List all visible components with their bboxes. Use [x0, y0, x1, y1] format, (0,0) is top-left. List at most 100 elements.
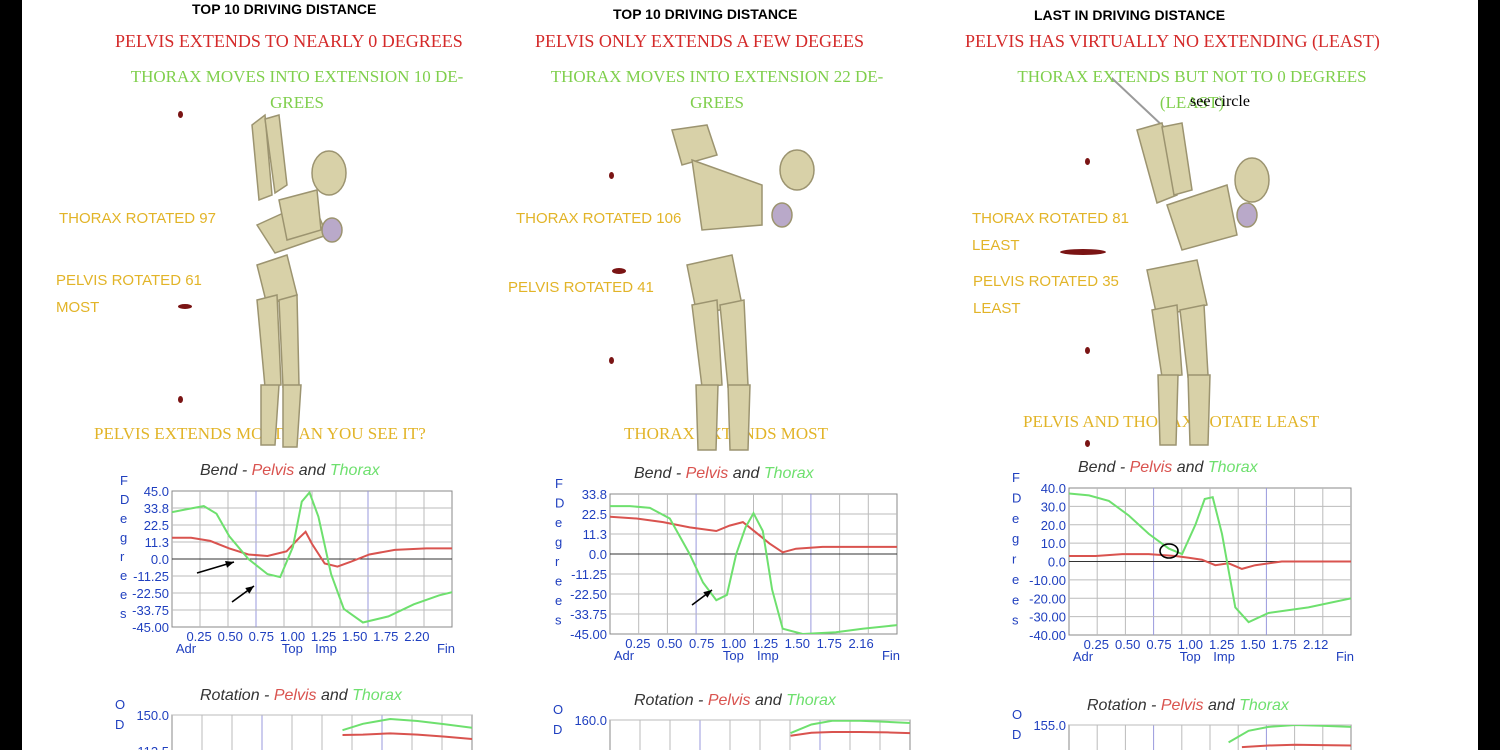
y-axis-label-letter: s — [120, 606, 127, 621]
x-event-label: Adr — [614, 648, 635, 663]
y-tick-label: -33.75 — [570, 607, 607, 622]
chart-title-prefix: Rotation - — [200, 687, 274, 704]
see-circle-note: see circle — [1190, 93, 1250, 110]
chart-title-pelvis: Pelvis — [1161, 697, 1204, 714]
chart-title: Bend - Pelvis and Thorax — [200, 462, 381, 479]
x-tick-label: 1.00 — [280, 629, 305, 644]
y-axis-label-letter: D — [555, 496, 564, 511]
x-tick-label: 1.25 — [311, 629, 336, 644]
marker-dot — [1085, 347, 1090, 354]
chart-title-thorax: Thorax — [1239, 697, 1290, 714]
y-tick-label: 20.0 — [1041, 518, 1066, 533]
page: TOP 10 DRIVING DISTANCE PELVIS EXTENDS T… — [22, 0, 1478, 750]
y-tick-label: 160.0 — [574, 713, 607, 728]
chart-bend: Bend - Pelvis and Thorax33.822.511.30.0-… — [555, 465, 900, 663]
thorax-rotation-label: THORAX ROTATED 106 — [516, 210, 682, 227]
y-tick-label: 0.0 — [589, 547, 607, 562]
y-tick-label: -22.50 — [132, 586, 169, 601]
panel-middle: TOP 10 DRIVING DISTANCE PELVIS ONLY EXTE… — [507, 0, 977, 750]
charts-layer: Bend - Pelvis and Thorax45.033.822.511.3… — [115, 459, 1354, 750]
pelvis-extension-note: PELVIS HAS VIRTUALLY NO EXTENDING (LEAST… — [965, 31, 1380, 51]
y-tick-label: 22.5 — [582, 507, 607, 522]
chart-caption: PELVIS EXTENDS MOST CAN YOU SEE IT? — [94, 424, 426, 443]
y-tick-label: -11.25 — [571, 567, 607, 582]
x-tick-label: 1.50 — [342, 629, 367, 644]
x-tick-label: 1.00 — [721, 636, 746, 651]
y-tick-label: -20.00 — [1029, 591, 1066, 606]
y-axis-label-letter: g — [120, 530, 127, 545]
x-tick-label: 0.25 — [1084, 637, 1109, 652]
chart-title-thorax: Thorax — [786, 692, 837, 709]
y-axis-label-letter: e — [1012, 511, 1019, 526]
chart-title-and: and — [317, 687, 353, 704]
thorax-extension-note: THORAX EXTENDS BUT NOT TO 0 DEGREES (LEA… — [1017, 67, 1367, 112]
y-axis-label-letter: O — [1012, 707, 1022, 722]
chart-title-prefix: Bend - — [1078, 459, 1130, 476]
y-axis-label-letter: r — [555, 554, 560, 569]
marker-dot — [1060, 249, 1106, 255]
annotation-circle — [1159, 543, 1179, 559]
y-axis-label-letter: F — [120, 473, 128, 488]
chart-title-thorax: Thorax — [1208, 459, 1259, 476]
thorax-rotation-label: THORAX ROTATED 81 — [972, 210, 1129, 227]
marker-dot — [178, 304, 192, 309]
chart-title-pelvis: Pelvis — [686, 465, 729, 482]
pelvis-extension-note: PELVIS EXTENDS TO NEARLY 0 DEGREES — [115, 31, 463, 51]
series-line-pelvis — [172, 530, 452, 568]
y-axis-label-letter: D — [1012, 490, 1021, 505]
marker-dot — [609, 172, 614, 179]
series-line-thorax — [1228, 725, 1351, 744]
y-axis-label-letter: s — [555, 613, 562, 628]
y-tick-label: 40.0 — [1041, 481, 1066, 496]
y-tick-label: -22.50 — [570, 587, 607, 602]
x-event-label: Fin — [882, 648, 900, 663]
x-event-label: Top — [1180, 649, 1201, 664]
x-tick-label: 1.00 — [1178, 637, 1203, 652]
x-tick-label: 0.25 — [186, 629, 211, 644]
pelvis-rotation-label: PELVIS ROTATED 35 — [973, 273, 1119, 290]
panel-right: LAST IN DRIVING DISTANCE PELVIS HAS VIRT… — [962, 0, 1478, 750]
y-axis-label-letter: O — [115, 697, 125, 712]
y-tick-label: 11.3 — [583, 527, 607, 542]
y-axis-label-letter: e — [1012, 572, 1019, 587]
chart-title-prefix: Bend - — [200, 462, 252, 479]
y-tick-label: 45.0 — [144, 484, 169, 499]
chart-title: Rotation - Pelvis and Thorax — [1087, 697, 1290, 714]
x-tick-label: 1.75 — [1272, 637, 1297, 652]
x-tick-label: 0.75 — [1146, 637, 1171, 652]
series-line-thorax — [790, 720, 910, 735]
chart-title-and: and — [1172, 459, 1208, 476]
x-tick-label: 0.25 — [625, 636, 650, 651]
y-tick-label: -11.25 — [133, 569, 169, 584]
series-line-thorax — [172, 491, 452, 624]
y-tick-label: -45.00 — [570, 627, 607, 642]
series-line-thorax — [1069, 492, 1351, 624]
y-tick-label: 0.0 — [151, 552, 169, 567]
annotation-arrow-head — [703, 590, 712, 598]
chart-title-pelvis: Pelvis — [708, 692, 751, 709]
y-tick-label: -30.00 — [1029, 610, 1066, 625]
x-event-label: Fin — [437, 641, 455, 656]
panel-heading: LAST IN DRIVING DISTANCE — [1034, 7, 1226, 23]
x-event-label: Adr — [176, 641, 197, 656]
pelvis-extension-note: PELVIS ONLY EXTENDS A FEW DEGEES — [535, 31, 865, 51]
y-axis-label-letter: e — [1012, 592, 1019, 607]
chart-title-pelvis: Pelvis — [1130, 459, 1173, 476]
y-tick-label: 112.5 — [137, 744, 169, 750]
marker-dot — [612, 268, 626, 274]
chart-title-thorax: Thorax — [330, 462, 381, 479]
chart-title: Bend - Pelvis and Thorax — [1078, 459, 1259, 476]
y-tick-label: -10.00 — [1029, 573, 1066, 588]
series-line-pelvis — [342, 732, 472, 740]
golfer-figure-right — [1112, 76, 1270, 446]
y-tick-label: 30.0 — [1041, 499, 1066, 514]
y-tick-label: 155.0 — [1033, 718, 1066, 733]
y-tick-label: -45.00 — [132, 620, 169, 635]
chart-title-and: and — [1204, 697, 1240, 714]
series-line-pelvis — [610, 515, 897, 554]
marker-dot — [178, 396, 183, 403]
y-tick-label: -40.00 — [1029, 628, 1066, 643]
chart-title-pelvis: Pelvis — [274, 687, 317, 704]
chart-title-prefix: Rotation - — [634, 692, 708, 709]
